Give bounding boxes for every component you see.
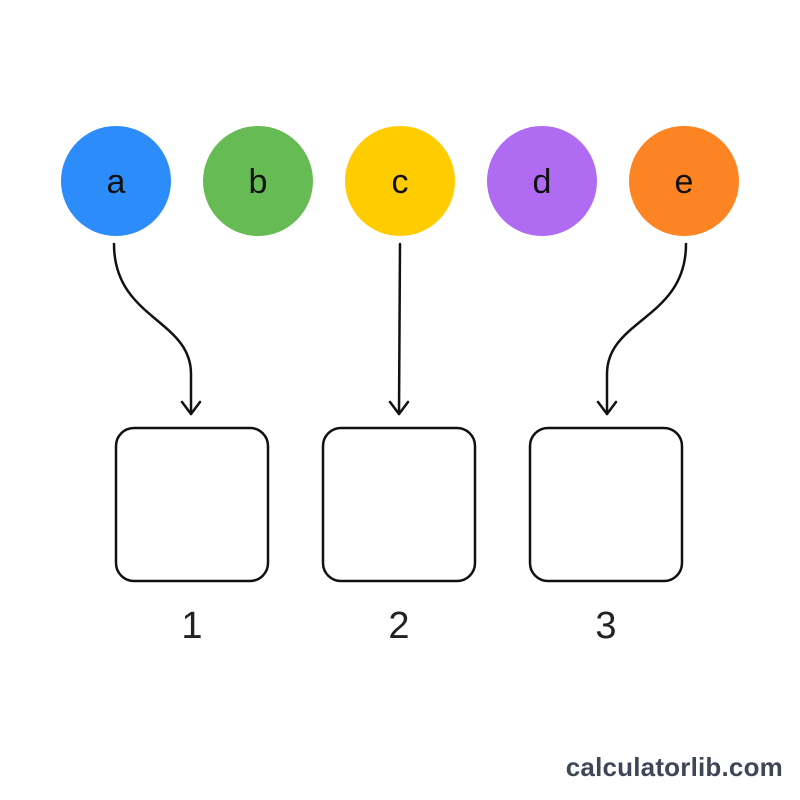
box-2-outline <box>321 426 477 583</box>
ball-a: a <box>61 126 171 236</box>
balls-row: a b c d e <box>61 126 739 236</box>
arrow-a-to-1 <box>112 242 202 416</box>
box-3: 3 <box>528 426 684 647</box>
ball-c: c <box>345 126 455 236</box>
ball-a-label: a <box>107 163 126 201</box>
ball-b-label: b <box>249 163 268 201</box>
box-1-label: 1 <box>181 605 202 647</box>
arrow-e-shaft <box>605 242 688 416</box>
ball-c-label: c <box>392 163 409 201</box>
ball-d: d <box>487 126 597 236</box>
box-2: 2 <box>321 426 477 647</box>
arrows-group <box>112 242 688 416</box>
arrow-e-head <box>596 400 618 416</box>
ball-d-circle <box>487 126 597 236</box>
box-1-outline <box>114 426 270 583</box>
arrow-c-to-2 <box>388 242 410 416</box>
arrow-a-head <box>180 400 202 416</box>
box-2-label: 2 <box>388 605 409 647</box>
ball-b-circle <box>203 126 313 236</box>
ball-b: b <box>203 126 313 236</box>
ball-d-label: d <box>533 163 552 201</box>
arrow-c-shaft <box>397 242 402 416</box>
boxes-row: 1 2 3 <box>114 426 684 647</box>
ball-c-circle <box>345 126 455 236</box>
box-3-label: 3 <box>595 605 616 647</box>
arrow-c-head <box>388 400 410 416</box>
arrow-a-shaft <box>112 242 193 416</box>
ball-e-label: e <box>675 163 694 201</box>
watermark-text: calculatorlib.com <box>565 752 783 782</box>
ball-e: e <box>629 126 739 236</box>
box-3-outline <box>528 426 684 583</box>
arrow-e-to-3 <box>596 242 688 416</box>
ball-e-circle <box>629 126 739 236</box>
box-1: 1 <box>114 426 270 647</box>
ball-a-circle <box>61 126 171 236</box>
